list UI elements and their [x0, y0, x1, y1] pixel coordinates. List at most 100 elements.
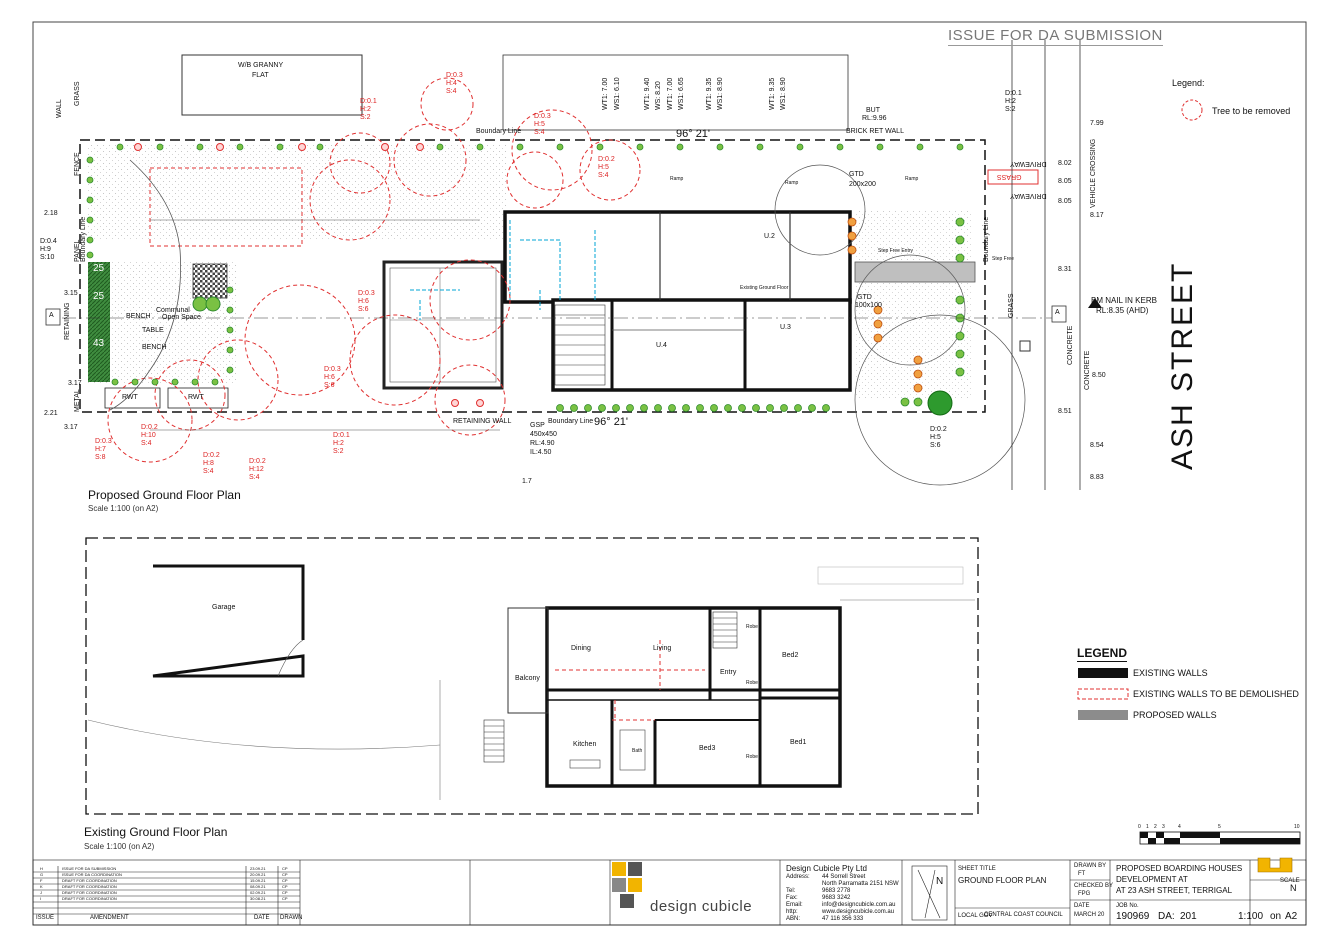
revision-date: 23.09.21: [250, 866, 266, 871]
da-label: DA:: [1158, 911, 1175, 922]
room-robe-3: Robe: [746, 754, 758, 760]
feature-shrub-2: [205, 296, 221, 312]
level-2: WS1: 6.10: [614, 77, 621, 110]
label-bm-rl: RL:8.35 (AHD): [1096, 306, 1149, 315]
revision-desc: ISSUE FOR DA COORDINATION: [62, 872, 122, 877]
label-rwt-1: RWT: [122, 394, 138, 401]
proposed-plan-title: Proposed Ground Floor Plan: [88, 488, 241, 502]
level-1: WT1: 7.00: [602, 77, 609, 110]
label-existing-gf: Existing Ground Floor: [740, 285, 789, 291]
rev-header-issue: ISSUE: [36, 915, 55, 921]
spot-3: 3.17: [68, 380, 82, 387]
level-4: WS: 8.20: [655, 81, 662, 110]
label-ramp-2: Ramp: [785, 180, 799, 186]
job-label: JOB No.: [1116, 903, 1139, 909]
stairs: [554, 304, 606, 386]
label-metal-left: METAL: [74, 389, 81, 412]
web-value[interactable]: www.designcubicle.com.au: [822, 909, 895, 915]
tree-legend-title: Legend:: [1172, 78, 1205, 88]
revision-rev: H: [40, 866, 43, 871]
scale-tick-1: 1: [1146, 824, 1149, 830]
spot-10: 8.17: [1090, 212, 1104, 219]
label-gsp: GSP: [530, 422, 545, 429]
label-gsp-size: 450x450: [530, 431, 557, 438]
revision-desc: DRAFT FOR COORDINATION: [62, 896, 117, 901]
label-grass-right: GRASS: [1008, 293, 1015, 318]
label-unit-4: U.4: [656, 342, 667, 349]
spot-14: 8.54: [1090, 442, 1104, 449]
label-driveway-2: DRIVEWAY: [1010, 192, 1047, 199]
tel-label: Tel:: [786, 888, 796, 894]
legend-existing-walls: EXISTING WALLS: [1133, 668, 1208, 678]
spot-5: 3.17: [64, 424, 78, 431]
room-balcony: Balcony: [515, 675, 540, 682]
room-robe-2: Robe: [746, 680, 758, 686]
label-boundary-bottom: Boundary Line: [548, 418, 594, 425]
label-driveway-1: DRIVEWAY: [1010, 160, 1047, 167]
level-9: WT1: 9.35: [769, 77, 776, 110]
revision-rev: F: [40, 878, 43, 883]
spot-6: 7.99: [1090, 120, 1104, 127]
label-gtd-1b: 200x200: [849, 181, 876, 188]
existing-plan-scale: Scale 1:100 (on A2): [84, 842, 155, 851]
label-rwt-2: RWT: [188, 394, 204, 401]
client-logo-icon: [1257, 857, 1293, 873]
spot-8: 8.05: [1058, 178, 1072, 185]
address-label: Address:: [786, 874, 810, 880]
label-bearing-top: 96° 21': [676, 128, 711, 140]
pit: [1019, 340, 1031, 352]
proposed-plan-scale: Scale 1:100 (on A2): [88, 504, 159, 513]
label-boundary-top: Boundary Line: [476, 128, 522, 135]
label-retaining-left: RETAINING: [64, 302, 71, 340]
label-granny-flat-2: FLAT: [252, 72, 269, 79]
sheet-title-label: SHEET TITLE: [958, 866, 996, 872]
boundary-hedge-bottom: [556, 404, 830, 412]
rwt-tank-2: [167, 387, 229, 409]
label-communal: Communal: [156, 307, 190, 314]
scale-on: on: [1270, 911, 1282, 922]
spot-1: 2.18: [44, 210, 58, 217]
wall-legend-title: LEGEND: [1077, 646, 1128, 662]
label-25a: 25: [93, 263, 105, 274]
tel-value: 9683 2778: [822, 888, 851, 894]
spot-13: 8.51: [1058, 408, 1072, 415]
scale-bar: [1139, 831, 1301, 845]
date-label: DATE: [1074, 903, 1090, 909]
site-boundary: [79, 139, 986, 413]
room-entry: Entry: [720, 669, 737, 676]
street-name: ASH STREET: [1166, 261, 1199, 470]
label-step-free-entry: Step Free Entry: [878, 248, 914, 254]
main-building-upper: [503, 210, 852, 304]
revision-rev: J: [40, 890, 42, 895]
existing-plan-title: Existing Ground Floor Plan: [84, 825, 228, 839]
level-7: WT1: 9.35: [706, 77, 713, 110]
north-label: N: [936, 876, 944, 887]
tree-legend-icon: [1181, 99, 1203, 121]
scale-tick-4: 4: [1178, 824, 1181, 830]
label-brick-ret-wall: BRICK RET WALL: [846, 128, 904, 135]
legend-proposed-walls: PROPOSED WALLS: [1133, 710, 1217, 720]
web-label: http:: [786, 909, 798, 915]
title-block: [32, 859, 1307, 926]
label-concrete-1: CONCRETE: [1067, 325, 1074, 365]
level-6: WS1: 6.65: [678, 77, 685, 110]
address-2: North Parramatta 2151 NSW: [822, 881, 899, 887]
neighbour-building: [502, 54, 849, 131]
label-25b: 25: [93, 291, 105, 302]
grass-area-front: [855, 210, 973, 400]
revision-desc: DRAFT FOR COORDINATION: [62, 884, 117, 889]
label-gtd-2b: 100x100: [855, 302, 882, 309]
driveway-box: [987, 169, 1039, 185]
email-value[interactable]: info@designcubicle.com.au: [822, 902, 896, 908]
